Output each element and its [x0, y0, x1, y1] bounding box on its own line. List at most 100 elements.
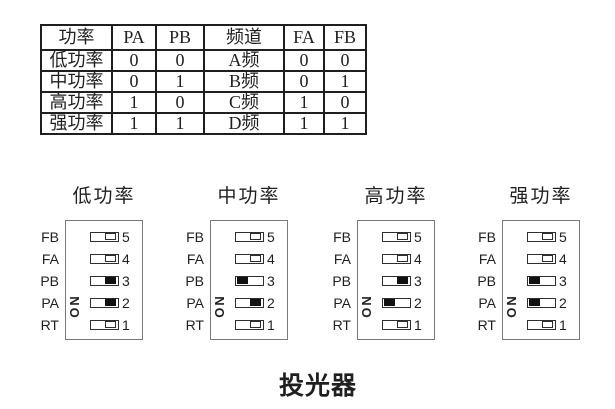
table-header-cell: PA	[111, 24, 157, 51]
table-cell: 0	[283, 70, 325, 93]
table-cell: 0	[323, 91, 367, 114]
table-cell: 0	[155, 49, 205, 72]
pin-label-FB: FB	[478, 229, 496, 245]
pin-label-PB: PB	[40, 273, 59, 289]
switch-knob	[250, 233, 261, 240]
pin-label-PB: PB	[185, 273, 204, 289]
switch-knob	[529, 299, 540, 306]
footer-title: 投光器	[278, 372, 358, 400]
pin-number: 3	[559, 273, 567, 289]
on-label: ON	[67, 294, 82, 318]
dip-switch-1	[90, 320, 119, 330]
pin-number: 5	[267, 229, 275, 245]
pin-number: 2	[122, 295, 130, 311]
pin-label-FB: FB	[333, 229, 351, 245]
dip-diagram-title: 中功率	[217, 186, 281, 207]
pin-label-FB: FB	[186, 229, 204, 245]
pin-label-PA: PA	[186, 295, 204, 311]
pin-label-RT: RT	[40, 317, 59, 333]
pin-label-FA: FA	[41, 251, 59, 267]
power-row-label: 强功率	[40, 112, 113, 135]
dip-diagram-title: 低功率	[72, 186, 136, 207]
switch-knob	[542, 233, 553, 240]
pin-label-FA: FA	[333, 251, 351, 267]
pin-label-PA: PA	[41, 295, 59, 311]
pin-number: 3	[267, 273, 275, 289]
dip-diagram-title: 强功率	[509, 186, 573, 207]
table-cell: 0	[111, 49, 157, 72]
pin-label-RT: RT	[332, 317, 351, 333]
dip-switch-5	[235, 232, 264, 242]
pin-number: 1	[414, 317, 422, 333]
pin-label-PB: PB	[477, 273, 496, 289]
switch-knob	[397, 233, 408, 240]
dip-switch-1	[527, 320, 556, 330]
switch-knob	[542, 321, 553, 328]
table-cell: D频	[203, 112, 285, 135]
dip-switch-4	[382, 254, 411, 264]
pin-label-PA: PA	[333, 295, 351, 311]
power-row-label: 高功率	[40, 91, 113, 114]
table-cell: 0	[323, 49, 367, 72]
pin-label-RT: RT	[185, 317, 204, 333]
table-header-cell: 频道	[203, 24, 285, 51]
dip-switch-2	[527, 298, 556, 308]
switch-knob	[397, 277, 408, 284]
pin-number: 4	[414, 251, 422, 267]
table-cell: 1	[111, 112, 157, 135]
switch-knob	[397, 255, 408, 262]
table-cell: C频	[203, 91, 285, 114]
dip-switch-5	[527, 232, 556, 242]
table-cell: 0	[111, 70, 157, 93]
pin-number: 3	[122, 273, 130, 289]
switch-knob	[542, 255, 553, 262]
table-cell: A频	[203, 49, 285, 72]
pin-number: 5	[559, 229, 567, 245]
dip-diagram-title: 高功率	[364, 186, 428, 207]
pin-number: 2	[559, 295, 567, 311]
switch-knob	[384, 299, 395, 306]
dip-switch-5	[382, 232, 411, 242]
switch-knob	[105, 299, 116, 306]
table-cell: 1	[323, 112, 367, 135]
pin-number: 5	[414, 229, 422, 245]
table-cell: 1	[155, 112, 205, 135]
table-header-cell: FB	[323, 24, 367, 51]
pin-number: 4	[122, 251, 130, 267]
dip-switch-4	[527, 254, 556, 264]
dip-switch-4	[90, 254, 119, 264]
switch-knob	[105, 233, 116, 240]
switch-knob	[250, 255, 261, 262]
pin-number: 4	[559, 251, 567, 267]
pin-label-FA: FA	[186, 251, 204, 267]
pin-number: 1	[122, 317, 130, 333]
pin-label-PB: PB	[332, 273, 351, 289]
switch-knob	[105, 277, 116, 284]
table-cell: B频	[203, 70, 285, 93]
dip-switch-5	[90, 232, 119, 242]
pin-number: 1	[267, 317, 275, 333]
power-row-label: 低功率	[40, 49, 113, 72]
table-header-cell: FA	[283, 24, 325, 51]
pin-number: 2	[267, 295, 275, 311]
pin-label-FA: FA	[478, 251, 496, 267]
pin-number: 2	[414, 295, 422, 311]
table-cell: 1	[323, 70, 367, 93]
table-cell: 0	[283, 49, 325, 72]
table-cell: 1	[111, 91, 157, 114]
switch-knob	[105, 321, 116, 328]
power-row-label: 中功率	[40, 70, 113, 93]
on-label: ON	[359, 294, 374, 318]
on-label: ON	[504, 294, 519, 318]
switch-knob	[529, 277, 540, 284]
pin-number: 5	[122, 229, 130, 245]
switch-knob	[397, 321, 408, 328]
